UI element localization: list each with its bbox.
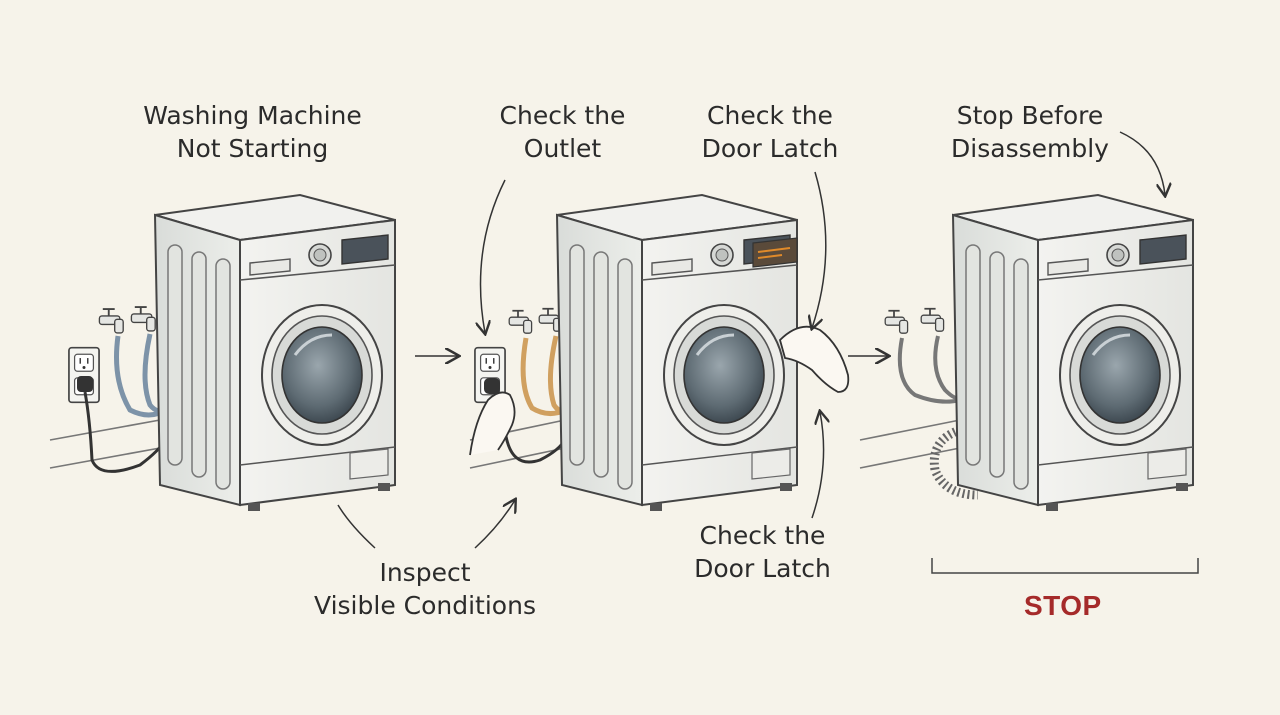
label-check-door-latch-bottom: Check the Door Latch xyxy=(680,519,845,585)
panel-2 xyxy=(469,193,850,513)
water-hose xyxy=(520,337,568,416)
label-line: Outlet xyxy=(523,134,602,163)
callout-arrow xyxy=(1119,131,1165,195)
label-line: Door Latch xyxy=(701,134,839,163)
callout-arrow xyxy=(474,500,515,549)
label-line: Check the xyxy=(707,101,833,130)
label-line: Inspect xyxy=(379,558,471,587)
water-hose xyxy=(114,335,167,418)
label-stop-before-disassembly: Stop Before Disassembly xyxy=(940,99,1120,165)
label-line: Disassembly xyxy=(951,134,1109,163)
panel-1 xyxy=(49,193,397,513)
stop-bracket xyxy=(931,558,1199,574)
faucet-icon xyxy=(98,308,125,334)
label-line: Stop Before xyxy=(956,101,1104,130)
faucet-icon xyxy=(508,309,533,335)
callout-arrow xyxy=(481,179,506,333)
panel-3 xyxy=(859,193,1195,513)
label-line: Not Starting xyxy=(176,134,329,163)
label-line: Check the xyxy=(499,101,626,130)
power-cord xyxy=(503,429,568,464)
label-line: Check the xyxy=(699,521,826,550)
label-line: Washing Machine xyxy=(143,101,362,130)
label-check-outlet: Check the Outlet xyxy=(480,99,645,165)
power-plug-icon xyxy=(77,376,93,392)
washing-machine-1 xyxy=(153,193,397,513)
label-inspect-visible-conditions: Inspect Visible Conditions xyxy=(300,556,550,622)
power-plug-icon xyxy=(484,378,500,394)
faucet-icon xyxy=(884,309,909,335)
faucet-icon xyxy=(920,307,945,333)
washing-machine-3 xyxy=(951,193,1195,513)
label-line: Visible Conditions xyxy=(314,591,536,620)
stop-label: STOP xyxy=(1024,590,1102,621)
hand-icon xyxy=(469,391,516,456)
drain-hose xyxy=(929,425,979,500)
callout-arrow xyxy=(811,412,824,519)
label-check-door-latch-top: Check the Door Latch xyxy=(690,99,850,165)
baseboard xyxy=(49,419,161,469)
faucet-icon xyxy=(130,306,157,332)
power-cord xyxy=(83,391,167,473)
display-readout xyxy=(757,247,791,259)
label-not-starting: Washing Machine Not Starting xyxy=(130,99,375,165)
water-hose xyxy=(897,337,961,404)
callout-arrow xyxy=(337,504,376,549)
callout-arrow xyxy=(812,171,827,328)
label-line: Door Latch xyxy=(694,554,831,583)
